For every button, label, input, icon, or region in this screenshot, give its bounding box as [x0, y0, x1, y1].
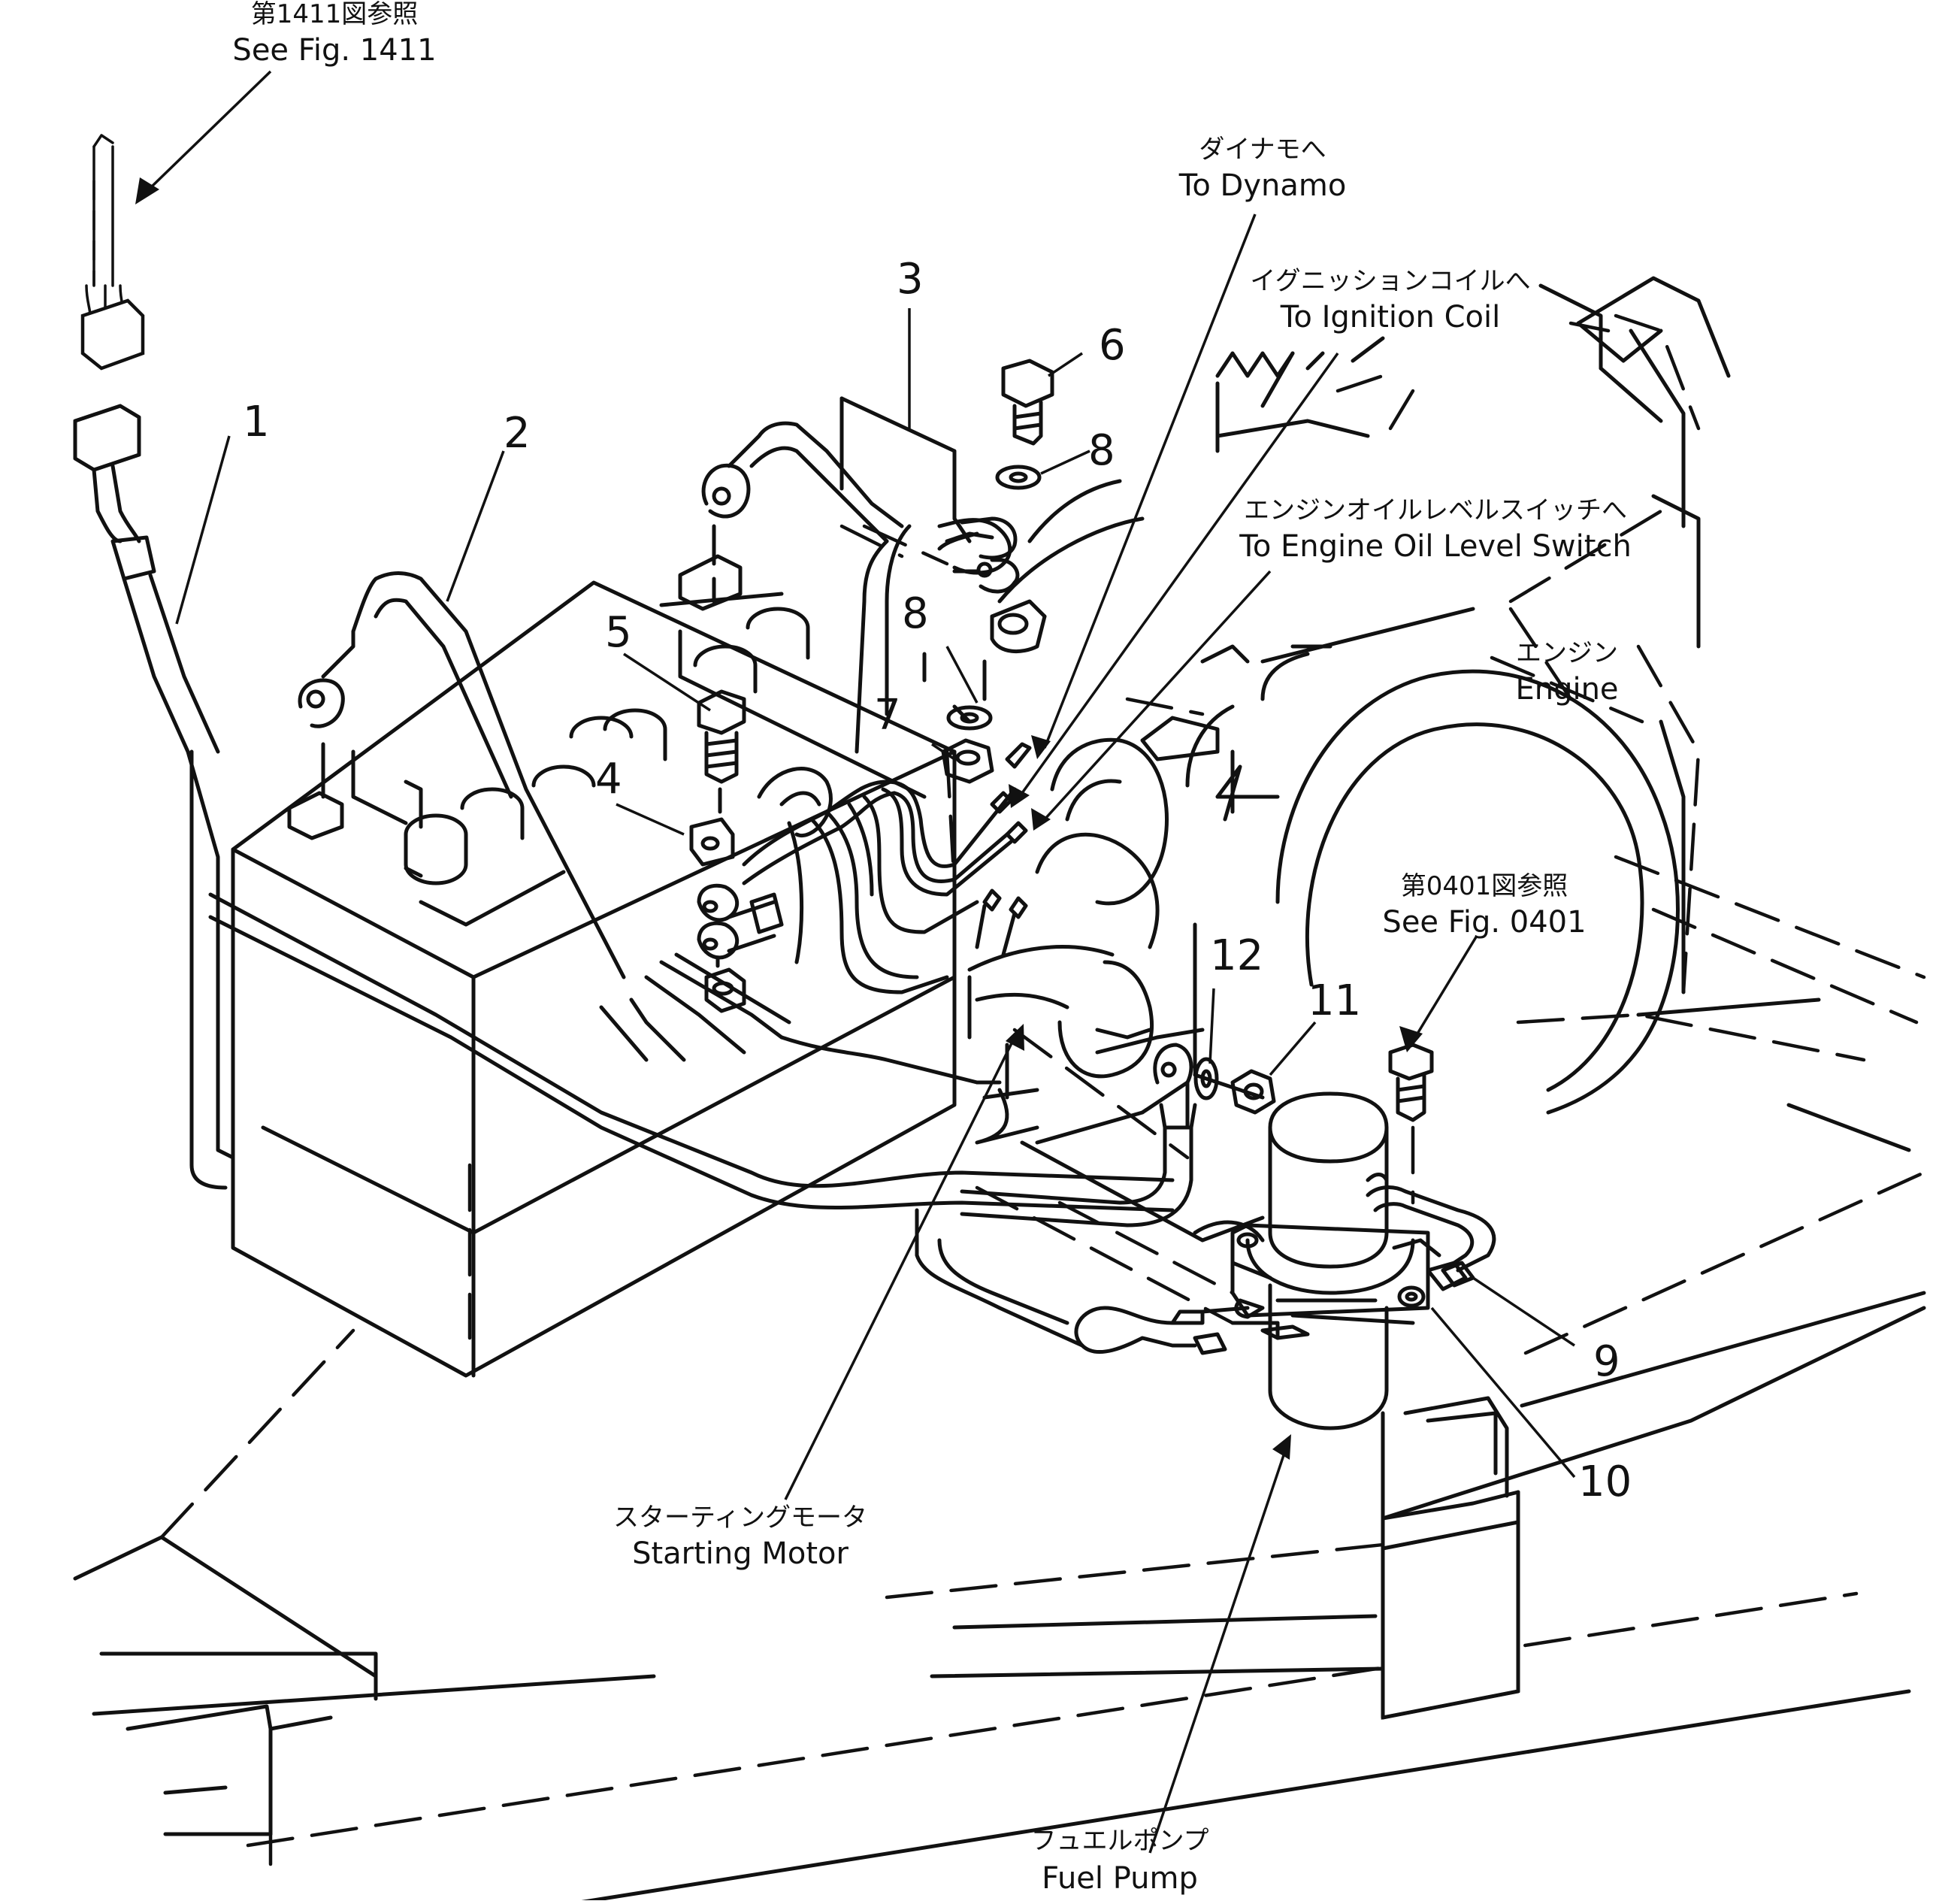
fasteners [689, 359, 1475, 1308]
ref-engine-ja: エンジン [1516, 638, 1618, 668]
engine-outline [945, 276, 1731, 1325]
callout-10: 10 [1578, 1458, 1632, 1506]
ground-cable [960, 1043, 1197, 1227]
leader-lines [135, 70, 1576, 1854]
callout-12: 12 [1210, 931, 1263, 980]
callout-3: 3 [897, 255, 924, 304]
callout-11: 11 [1308, 976, 1361, 1025]
ref-fuel-pump-ja: フュエルポンプ [1031, 1826, 1209, 1856]
ref-starting-motor-en: Starting Motor [632, 1536, 848, 1571]
wire-harness-1 [73, 134, 1175, 1212]
starter-cable-3 [701, 421, 1012, 754]
callout-2: 2 [504, 409, 531, 458]
callout-9: 9 [1593, 1337, 1620, 1386]
ref-oil-switch-en: To Engine Oil Level Switch [1239, 529, 1632, 564]
engine-wires [629, 742, 1032, 1085]
ref-fig1411-en: See Fig. 1411 [232, 33, 436, 68]
callout-8-top: 8 [1088, 426, 1115, 475]
callout-5: 5 [605, 608, 632, 657]
callout-4: 4 [595, 755, 622, 804]
battery-cable-2 [298, 571, 649, 1062]
callout-1: 1 [243, 398, 270, 446]
ref-starting-motor-ja: スターティングモータ [613, 1503, 867, 1533]
callout-numbers: 1 2 3 4 5 6 7 8 8 9 10 11 12 [243, 255, 1632, 1506]
battery [231, 554, 957, 1378]
chassis-frame [73, 855, 1926, 1904]
ref-ignition-ja: イグニッションコイルへ [1250, 266, 1530, 296]
ref-fig0401-en: See Fig. 0401 [1382, 905, 1586, 940]
ref-oil-switch-ja: エンジンオイルレベルスイッチへ [1244, 495, 1627, 525]
ref-fig1411-ja: 第1411図参照 [251, 0, 419, 29]
ref-ignition-en: To Ignition Coil [1280, 300, 1500, 334]
reference-labels: 第1411図参照 See Fig. 1411 ダイナモへ To Dynamo イ… [232, 0, 1631, 1896]
ref-fig0401-ja: 第0401図参照 [1401, 871, 1568, 901]
callout-7: 7 [874, 691, 901, 740]
starter-terminals [952, 516, 1047, 724]
callout-6: 6 [1099, 321, 1126, 370]
ref-dynamo-ja: ダイナモへ [1199, 135, 1326, 165]
fuel-pump [915, 1091, 1496, 1430]
ref-dynamo-en: To Dynamo [1178, 168, 1347, 203]
callout-8-mid: 8 [902, 589, 929, 638]
ref-engine-en: Engine [1515, 672, 1618, 707]
ref-fuel-pump-en: Fuel Pump [1042, 1861, 1198, 1896]
